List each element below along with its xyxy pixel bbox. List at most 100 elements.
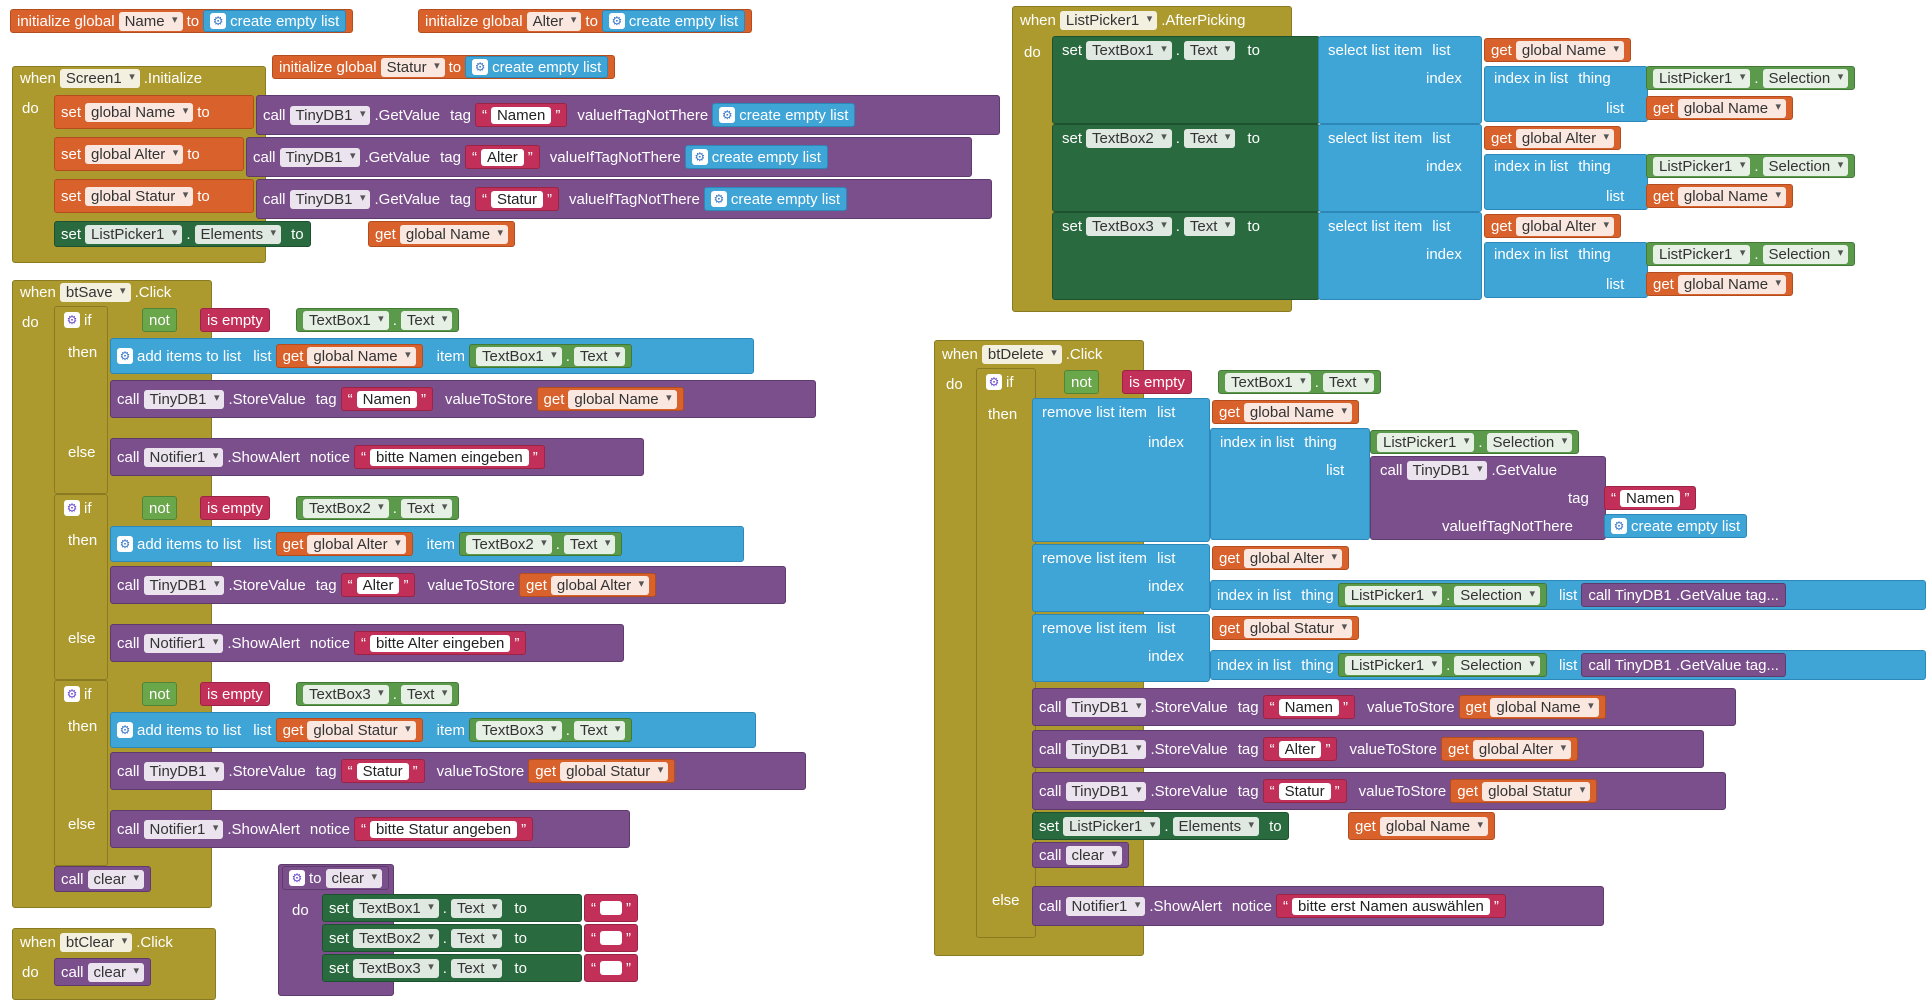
textbox1-text-getter[interactable]: TextBox1.Text xyxy=(296,308,460,332)
textbox3-text-getter[interactable]: TextBox3.Text xyxy=(469,718,633,742)
text-literal[interactable]: “bitte Alter eingeben” xyxy=(353,631,527,655)
select-list-item-block[interactable] xyxy=(1318,124,1482,212)
collapsed-getvalue-block[interactable]: call TinyDB1 .GetValue tag... xyxy=(1581,583,1786,607)
text-literal[interactable]: “Alter” xyxy=(464,145,540,169)
text-literal[interactable]: “Namen” xyxy=(1604,486,1697,510)
text-literal[interactable]: “bitte Statur angeben” xyxy=(353,817,534,841)
mutator-gear-icon[interactable]: ⚙ xyxy=(117,536,133,552)
is-empty-block[interactable]: is empty xyxy=(200,682,270,706)
not-block[interactable]: not xyxy=(142,308,177,332)
index-in-list-block[interactable] xyxy=(1484,154,1648,210)
remove-list-item-statur[interactable] xyxy=(1032,614,1210,682)
textbox2-text-getter[interactable]: TextBox2.Text xyxy=(458,532,623,556)
index-in-list-block[interactable] xyxy=(1210,428,1370,540)
is-empty-block[interactable]: is empty xyxy=(200,308,270,332)
mutator-gear-icon[interactable]: ⚙ xyxy=(64,686,80,702)
create-empty-list-block[interactable]: ⚙create empty list xyxy=(203,10,347,32)
mutator-gear-icon[interactable]: ⚙ xyxy=(691,149,708,165)
init-global-statur[interactable]: initialize global Statur to ⚙create empt… xyxy=(272,55,616,79)
create-empty-list-block[interactable]: ⚙create empty list xyxy=(712,103,856,127)
text-literal[interactable]: “bitte Namen eingeben” xyxy=(353,445,545,469)
listpicker-selection-getter[interactable]: ListPicker1.Selection xyxy=(1337,583,1547,607)
empty-text-literal[interactable]: “” xyxy=(584,924,638,952)
collapsed-getvalue-block[interactable]: call TinyDB1 .GetValue tag... xyxy=(1581,653,1786,677)
text-literal[interactable]: “Alter” xyxy=(1262,737,1338,761)
textbox2-text-getter[interactable]: TextBox2.Text xyxy=(296,496,460,520)
mutator-gear-icon[interactable]: ⚙ xyxy=(1611,518,1627,534)
create-empty-list-block[interactable]: ⚙create empty list xyxy=(703,187,848,211)
mutator-gear-icon[interactable]: ⚙ xyxy=(117,722,133,738)
text-literal[interactable]: “Alter” xyxy=(340,573,416,597)
remove-list-item-name[interactable] xyxy=(1032,398,1210,542)
mutator-gear-icon[interactable]: ⚙ xyxy=(210,13,227,29)
create-empty-list-block[interactable]: ⚙create empty list xyxy=(601,10,746,32)
not-block[interactable]: not xyxy=(142,496,177,520)
listpicker-selection-getter[interactable]: ListPicker1.Selection xyxy=(1646,242,1856,266)
if-block-1[interactable] xyxy=(54,306,108,494)
text-literal[interactable]: “Namen” xyxy=(1262,695,1355,719)
if-block-2[interactable] xyxy=(54,494,108,680)
not-block[interactable]: not xyxy=(1064,370,1099,394)
index-in-list-block[interactable] xyxy=(1484,66,1648,122)
not-block[interactable]: not xyxy=(142,682,177,706)
mutator-gear-icon[interactable]: ⚙ xyxy=(289,870,305,886)
textbox3-text-getter[interactable]: TextBox3.Text xyxy=(296,682,460,706)
is-empty-block[interactable]: is empty xyxy=(200,496,270,520)
mutator-gear-icon[interactable]: ⚙ xyxy=(719,107,736,123)
text-literal[interactable]: “Statur” xyxy=(1262,779,1347,803)
listpicker-selection-getter[interactable]: ListPicker1.Selection xyxy=(1370,430,1580,454)
textbox1-text-getter[interactable]: TextBox1.Text xyxy=(1218,370,1382,394)
empty-text-literal[interactable]: “” xyxy=(584,954,638,982)
select-list-item-block[interactable] xyxy=(1318,212,1482,300)
mutator-gear-icon[interactable]: ⚙ xyxy=(117,348,133,364)
index-in-list-block[interactable] xyxy=(1484,242,1648,298)
text-literal[interactable]: “Namen” xyxy=(340,387,433,411)
text-literal[interactable]: “Statur” xyxy=(474,187,559,211)
create-empty-list-block[interactable]: ⚙create empty list xyxy=(684,145,828,169)
create-empty-list-block[interactable]: ⚙create empty list xyxy=(465,56,609,78)
is-empty-block[interactable]: is empty xyxy=(1122,370,1192,394)
text-literal[interactable]: “bitte erst Namen auswählen” xyxy=(1275,894,1506,918)
